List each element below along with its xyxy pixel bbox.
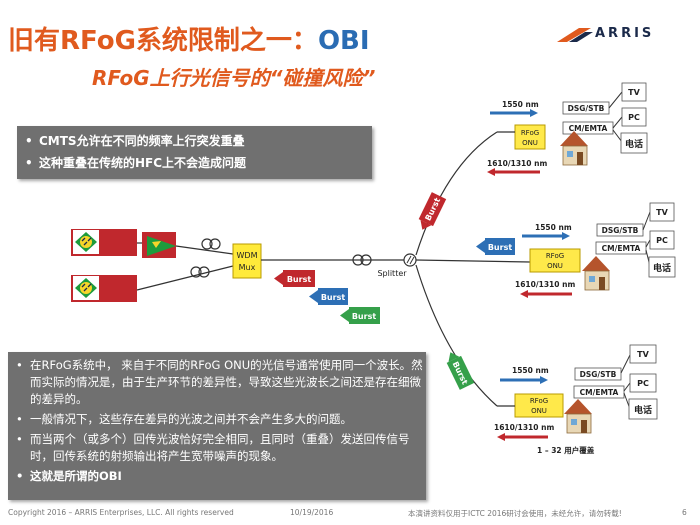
dsg-stb-label: DSG/STB [568, 104, 605, 113]
phone-label: 电话 [634, 404, 652, 416]
burst-blue-main [318, 288, 348, 305]
pc-label: PC [637, 379, 649, 388]
bottom-note-item: 这就是所谓的OBI [8, 468, 426, 485]
dsg-stb-label: DSG/STB [602, 226, 639, 235]
fiber-bottom [136, 265, 234, 291]
phone-label: 电话 [625, 138, 643, 150]
onu-label: ONU [522, 139, 538, 147]
branch-top [415, 131, 498, 256]
burst-blue-branch: Burst [476, 238, 515, 255]
house-icon [564, 399, 592, 434]
arris-logo-mark [557, 28, 593, 42]
bottom-note-box: 在RFoG系统中， 来自于不同的RFoG ONU的光信号通常使用同一个波长。然而… [8, 352, 426, 500]
transmitter-group [71, 229, 137, 302]
phone-label: 电话 [653, 262, 671, 274]
burst-green-branch: Burst [446, 352, 475, 390]
dsg-stb-label: DSG/STB [580, 370, 617, 379]
receiver-icon-arrows [81, 283, 92, 292]
footer-copyright: Copyright 2016 – ARRIS Enterprises, LLC.… [8, 508, 234, 517]
page-title-main: 旧有RFoG系统限制之一： [8, 26, 318, 56]
burst-label: Burst [287, 275, 312, 284]
bottom-note-item: 一般情况下，这些存在差异的光波之间并不会产生多大的问题。 [8, 411, 426, 428]
upstream-wavelength: 1610/1310 nm [515, 280, 575, 289]
receiver-icon-center [80, 282, 92, 294]
onu-label: RFoG [546, 252, 564, 260]
splitter-icon [403, 253, 417, 267]
top-note-box: CMTS允许在不同的频率上行突发重叠 这种重叠在传统的HFC上不会造成问题 [17, 126, 372, 179]
onu-label: RFoG [521, 129, 539, 137]
page-subtitle: RFoG上行光信号的“碰撞风险” [92, 66, 376, 90]
house-icon [582, 256, 610, 291]
top-note-item: 这种重叠在传统的HFC上不会造成问题 [17, 152, 372, 174]
burst-red-main [283, 270, 315, 287]
branch-bottom [415, 264, 498, 407]
bottom-note-item: 而当两个（或多个）回传光波恰好完全相同，且同时（重叠）发送回传信号时，回传系统的… [8, 431, 426, 465]
burst-label: Burst [488, 243, 513, 252]
downstream-wavelength: 1550 nm [535, 223, 572, 232]
onu-label: ONU [531, 407, 547, 415]
coverage-label: 1 – 32 用户覆盖 [537, 445, 595, 455]
onu-unit-middle: 1550 nm RFoG ONU 1610/1310 nm DSG/STB CM… [515, 202, 676, 298]
onu-unit-bottom: 1550 nm RFoG ONU 1610/1310 nm 1 – 32 用户覆… [494, 344, 658, 455]
top-note-item: CMTS允许在不同的频率上行突发重叠 [17, 130, 372, 152]
rfog-onu-box [529, 248, 581, 273]
laser-icon-center [80, 236, 92, 248]
wdm-mux-box [232, 243, 262, 279]
fiber-spool-icon [190, 238, 221, 278]
tv-label: TV [656, 208, 668, 217]
pc-label: PC [628, 113, 640, 122]
cm-emta-label: CM/EMTA [580, 388, 619, 397]
fiber-top [175, 245, 234, 255]
footer-notice: 本演讲资料仅用于ICTC 2016研讨会使用，未经允许，请勿转载! [408, 509, 622, 518]
tv-label: TV [637, 350, 649, 359]
amplifier-icon [137, 232, 176, 258]
page-title-highlight: OBI [317, 26, 370, 56]
rfog-onu-box [514, 124, 546, 150]
onu-unit-top: 1550 nm RFoG ONU 1610/1310 nm DSG/STB CM… [487, 82, 648, 176]
arris-logo-text: ARRIS [595, 26, 655, 41]
burst-label: Burst [352, 312, 377, 321]
upstream-wavelength: 1610/1310 nm [494, 423, 554, 432]
burst-green-main [349, 307, 380, 324]
fiber-spool-icon [352, 254, 372, 266]
branch-middle [415, 259, 531, 263]
page-number: 6 [682, 508, 687, 517]
onu-label: ONU [547, 262, 563, 270]
wdm-label-2: Mux [239, 263, 256, 272]
burst-red-branch: Burst [418, 192, 447, 230]
cm-emta-label: CM/EMTA [602, 244, 641, 253]
wdm-label-1: WDM [237, 251, 258, 260]
footer-date: 10/19/2016 [290, 508, 334, 517]
downstream-wavelength: 1550 nm [512, 366, 549, 375]
downstream-wavelength: 1550 nm [502, 100, 539, 109]
arris-logo: ARRIS [555, 24, 675, 46]
onu-label: RFoG [530, 397, 548, 405]
tv-label: TV [628, 88, 640, 97]
splitter-label: Splitter [377, 269, 407, 278]
bottom-note-item: 在RFoG系统中， 来自于不同的RFoG ONU的光信号通常使用同一个波长。然而… [8, 357, 426, 408]
laser-icon-arrows [81, 237, 92, 246]
cm-emta-label: CM/EMTA [569, 124, 608, 133]
upstream-wavelength: 1610/1310 nm [487, 159, 547, 168]
house-icon [560, 131, 588, 166]
pc-label: PC [656, 236, 668, 245]
burst-label: Burst [321, 293, 346, 302]
page-title: 旧有RFoG系统限制之一：OBI [8, 20, 370, 57]
